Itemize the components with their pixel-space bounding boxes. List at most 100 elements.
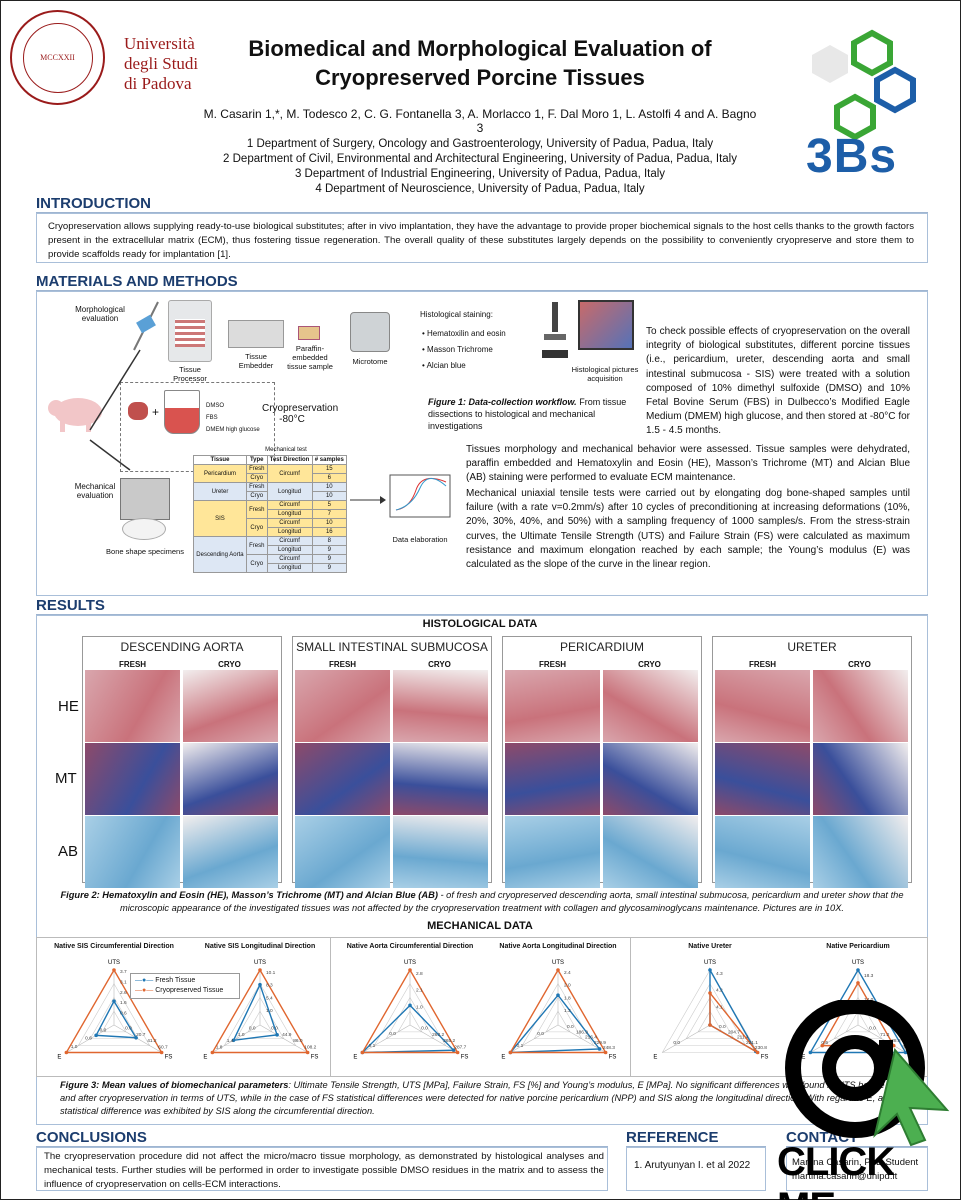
histology-panel: [502, 636, 702, 883]
click-me-overlay[interactable]: CLICK ME: [775, 998, 955, 1200]
histology-image: [813, 670, 908, 742]
radar-tick-label: 229.9: [594, 1040, 606, 1046]
table-cell: Longitud: [266, 509, 313, 519]
radar-chart-title: Native SIS Circumferential Direction: [54, 943, 174, 950]
radar-axis: [510, 1024, 559, 1053]
table-cell: Descending Aorta: [193, 536, 247, 573]
histology-image: [393, 670, 488, 742]
introduction-box: [36, 213, 928, 263]
radar-tick-label: 4.3: [716, 971, 723, 977]
table-cell: Longitud: [266, 563, 313, 573]
radar-tick-label: 2.4: [564, 970, 571, 976]
radar-svg: UTS4.14.24.3FS0.0204.7211.4221.1230.8E0.…: [653, 960, 768, 1061]
radar-series-cryo: [709, 991, 759, 1054]
microscope-icon: [540, 300, 570, 360]
figure3-caption-bold: Figure 3: Mean values of biomechanical p…: [60, 1080, 289, 1090]
radar-axis-label: UTS: [852, 960, 864, 966]
bone-shape-icon: [122, 518, 166, 540]
bone-shape-label: Bone shape specimens: [106, 547, 184, 556]
histology-image: [295, 670, 390, 742]
university-line-1: Università: [124, 34, 195, 53]
table-title: Mechanical test: [265, 447, 307, 453]
staining-list: • Hematoxilin and eosin • Masson Trichro…: [422, 329, 506, 370]
figure2-caption: Figure 2: Hematoxylin and Eosin (HE), Ma…: [42, 889, 922, 915]
th-samples: # samples: [311, 455, 348, 465]
radar-axis: [66, 1024, 115, 1053]
radar-tick-label: 204.7: [728, 1029, 740, 1035]
table-cell: 5: [311, 500, 348, 510]
cryo-dmso: DMSO: [206, 403, 224, 409]
figure1-caption: Figure 1: Data-collection workflow. From…: [428, 396, 628, 432]
radar-tick-label: 263.2: [432, 1032, 444, 1038]
radar-tick-label: 1.0: [238, 1032, 245, 1038]
radar-point: [708, 1023, 712, 1027]
radar-tick-label: 0.0: [389, 1031, 396, 1037]
histology-image: [85, 816, 180, 888]
microtome-icon: [350, 312, 390, 352]
histology-image: [715, 670, 810, 742]
mechanical-title: MECHANICAL DATA: [427, 920, 533, 932]
table-cell: 10: [311, 491, 348, 501]
university-name: Università degli Studi di Padova: [124, 34, 198, 94]
table-cell: 10: [311, 518, 348, 528]
radar-tick-label: 18.3: [864, 973, 874, 979]
histology-panel-title: DESCENDING AORTA: [120, 640, 244, 654]
cryo-ingredients: DMSO FBS DMEM high glucose: [206, 400, 260, 436]
radar-tick-label: 0.6: [821, 1040, 828, 1046]
radar-tick-label: 0.0: [421, 1025, 428, 1031]
radar-axis: [810, 1024, 859, 1053]
radar-point: [94, 1033, 98, 1038]
radar-axis-label: FS: [609, 1055, 617, 1061]
radar-tick-label: 108.2: [304, 1045, 316, 1051]
radar-divider-1: [330, 937, 331, 1077]
histological-title: HISTOLOGICAL DATA: [422, 618, 538, 630]
tensile-machine-icon: [120, 478, 170, 520]
radar-axis: [259, 1024, 308, 1053]
radar-tick-label: 186.9: [576, 1029, 588, 1035]
histology-image: [715, 743, 810, 815]
staining-title: Histological staining:: [420, 310, 493, 319]
introduction-divider: [36, 212, 928, 213]
radar-tick-label: 3.1: [120, 979, 127, 985]
histology-image: [603, 670, 698, 742]
radar-tick-label: 1.8: [564, 995, 571, 1001]
radar-grid: [89, 996, 139, 1040]
table-cell: 8: [311, 536, 348, 546]
table-cell: Circumf: [266, 536, 313, 546]
methods-para3: Mechanical uniaxial tensile tests were c…: [466, 488, 910, 571]
radar-chart-title: Native Ureter: [688, 943, 732, 950]
histology-image: [715, 816, 810, 888]
radar-point: [556, 968, 560, 972]
radar-point: [112, 968, 116, 972]
introduction-text: Cryopreservation allows supplying ready-…: [48, 221, 914, 260]
radar-axis-label: UTS: [108, 960, 120, 966]
radar-tick-label: 248.3: [603, 1045, 615, 1051]
click-me-label[interactable]: CLICK ME: [777, 1140, 895, 1200]
histology-panel: [82, 636, 282, 883]
table-cell: 7: [311, 509, 348, 519]
table-cell: Longitud: [266, 527, 313, 537]
seal-center: MCCXXII: [22, 22, 93, 93]
radar-tick-label: 0.0: [567, 1024, 574, 1030]
table-cell: 9: [311, 545, 348, 555]
staining-he: Hematoxilin and eosin: [427, 329, 506, 338]
3bs-logo: 3Bs: [800, 25, 950, 185]
university-line-3: di Padova: [124, 74, 192, 93]
title-line-2: Cryopreserved Porcine Tissues: [315, 65, 645, 90]
table-cell: Cryo: [245, 518, 268, 537]
radar-grid: [533, 996, 583, 1040]
radar-tick-label: 4.1: [716, 1004, 723, 1010]
radar-axis-label: E: [203, 1055, 207, 1061]
radar-tick-label: 1.0: [71, 1044, 78, 1050]
radar-axis-label: E: [57, 1055, 61, 1061]
cryo-temperature: -80°C: [279, 414, 305, 425]
radar-series-fresh: [232, 982, 279, 1042]
contact-email[interactable]: martina.casarin@unipd.it: [792, 1171, 898, 1182]
histology-image: [813, 743, 908, 815]
radar-point: [597, 1047, 602, 1051]
radar-axis-label: FS: [461, 1055, 469, 1061]
histology-column-label: FRESH: [748, 660, 777, 669]
pig-icon: [46, 392, 106, 434]
table-cell: Circumf: [266, 518, 313, 528]
